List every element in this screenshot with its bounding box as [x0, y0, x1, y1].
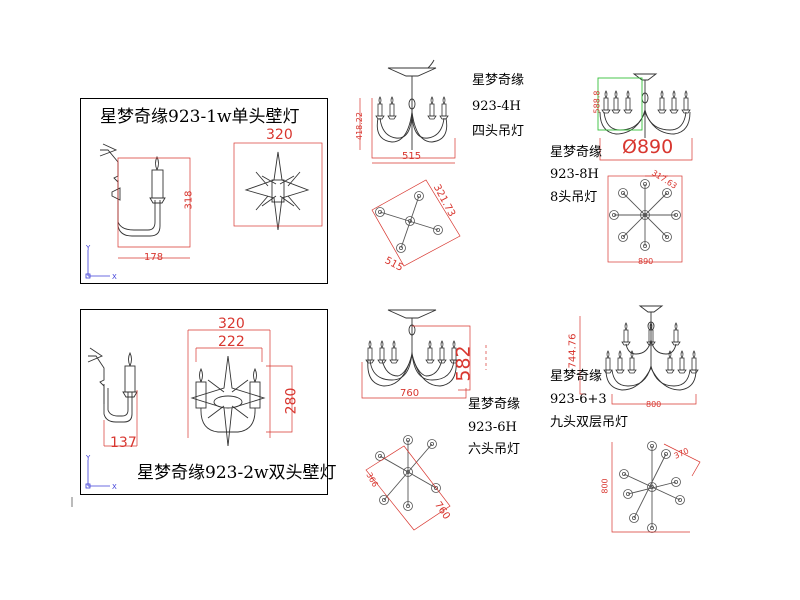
candle — [621, 322, 631, 346]
candle — [425, 340, 435, 364]
chandelier-8h-side-view — [599, 73, 691, 138]
candle — [427, 96, 437, 120]
item-6h-line2: 923-6H — [468, 420, 517, 435]
dimension-lines-63 — [579, 316, 697, 405]
ucs-axis-panel-2 — [85, 460, 110, 489]
dimension-box-63-top — [611, 442, 701, 533]
item-4h-line3: 四头吊灯 — [472, 124, 525, 139]
double-lamp-front-view — [190, 355, 266, 447]
dim-1w-height: 318 — [183, 190, 195, 210]
dim-4h-height: 418.22 — [355, 112, 364, 140]
chandelier-63-top-view — [623, 446, 681, 528]
candle — [671, 322, 681, 346]
axis-x-label-1: X — [112, 273, 117, 281]
candle — [387, 96, 397, 120]
candle — [365, 340, 375, 364]
candle — [389, 340, 399, 364]
chandelier-8h-top-view — [614, 184, 676, 246]
axis-y-label-2: Y — [86, 454, 91, 462]
dim-8h-chain: 588.8 — [592, 90, 602, 114]
candle — [681, 90, 691, 114]
panel-wall-lamp-2w — [80, 309, 328, 495]
dim-63-width: 800 — [646, 400, 662, 409]
item-6h-line3: 六头吊灯 — [468, 442, 521, 457]
candle — [657, 90, 667, 114]
candle — [669, 90, 679, 114]
dimension-lines-4h — [359, 98, 456, 164]
item-63-line3: 九头双层吊灯 — [550, 415, 629, 430]
dimension-lines-6h — [361, 325, 487, 399]
candle — [439, 96, 449, 120]
chain-dimension-box-8h — [597, 77, 643, 131]
star-lamp-front-view — [244, 151, 310, 231]
candle — [375, 96, 385, 120]
item-8h-line1: 星梦奇缘 — [550, 145, 603, 160]
candle — [689, 350, 699, 374]
panel-2-title: 星梦奇缘923-2w双头壁灯 — [137, 463, 337, 483]
candle — [615, 350, 625, 374]
chandelier-6h-top-view — [379, 440, 437, 506]
candle — [611, 90, 621, 114]
dimension-box-star — [233, 142, 323, 227]
dim-2w-inner: 222 — [218, 334, 245, 350]
dimension-lines-2w-front — [187, 329, 293, 438]
dimension-lines-2w — [103, 390, 138, 447]
axis-y-label-1: Y — [86, 244, 91, 252]
dimension-lines-8h — [599, 138, 693, 161]
chandelier-4h-top-view — [379, 195, 439, 249]
wall-lamp-2w-side-view — [87, 347, 138, 423]
candle — [623, 90, 633, 114]
candle — [437, 340, 447, 364]
chandelier-63-side-view — [605, 305, 697, 391]
dim-63-height: 744.76 — [567, 333, 579, 369]
dim-2w-height: 280 — [283, 387, 300, 415]
item-8h-line2: 923-8H — [550, 167, 599, 182]
item-8h-line3: 8头吊灯 — [550, 190, 598, 205]
chandelier-6h-side-view — [367, 309, 457, 387]
candle — [603, 350, 613, 374]
candle — [677, 350, 687, 374]
dim-4h-width: 515 — [402, 151, 422, 162]
dim-2w-width: 137 — [110, 435, 137, 451]
dim-6h-height: 582 — [452, 345, 475, 382]
item-6h-line1: 星梦奇缘 — [468, 397, 521, 412]
dimension-box-8h-top — [607, 175, 683, 263]
item-4h-line2: 923-4H — [472, 99, 521, 114]
chandelier-4h-side-view — [376, 59, 448, 150]
panel-wall-lamp-1w — [80, 98, 328, 284]
dim-1w-width: 178 — [144, 252, 164, 263]
dim-8h-top-width: 890 — [638, 257, 654, 266]
dim-star-width: 320 — [266, 127, 293, 143]
dim-6h-width: 760 — [400, 388, 420, 399]
panel-1-title: 星梦奇缘923-1w单头壁灯 — [100, 107, 300, 127]
item-4h-line1: 星梦奇缘 — [472, 73, 525, 88]
candle — [377, 340, 387, 364]
dimension-box-6h-top — [365, 445, 451, 531]
dim-63-top-height: 800 — [600, 478, 610, 494]
dim-8h-diameter: Ø890 — [622, 136, 674, 158]
dim-2w-outer: 320 — [218, 316, 245, 332]
dimension-box-4h-top — [371, 179, 461, 267]
item-63-line1: 星梦奇缘 — [550, 369, 603, 384]
ucs-axis-panel-1 — [85, 250, 110, 279]
candle — [601, 90, 611, 114]
axis-x-label-2: X — [112, 483, 117, 491]
item-63-line2: 923-6+3 — [550, 392, 607, 407]
dimension-lines-1w — [117, 157, 191, 259]
